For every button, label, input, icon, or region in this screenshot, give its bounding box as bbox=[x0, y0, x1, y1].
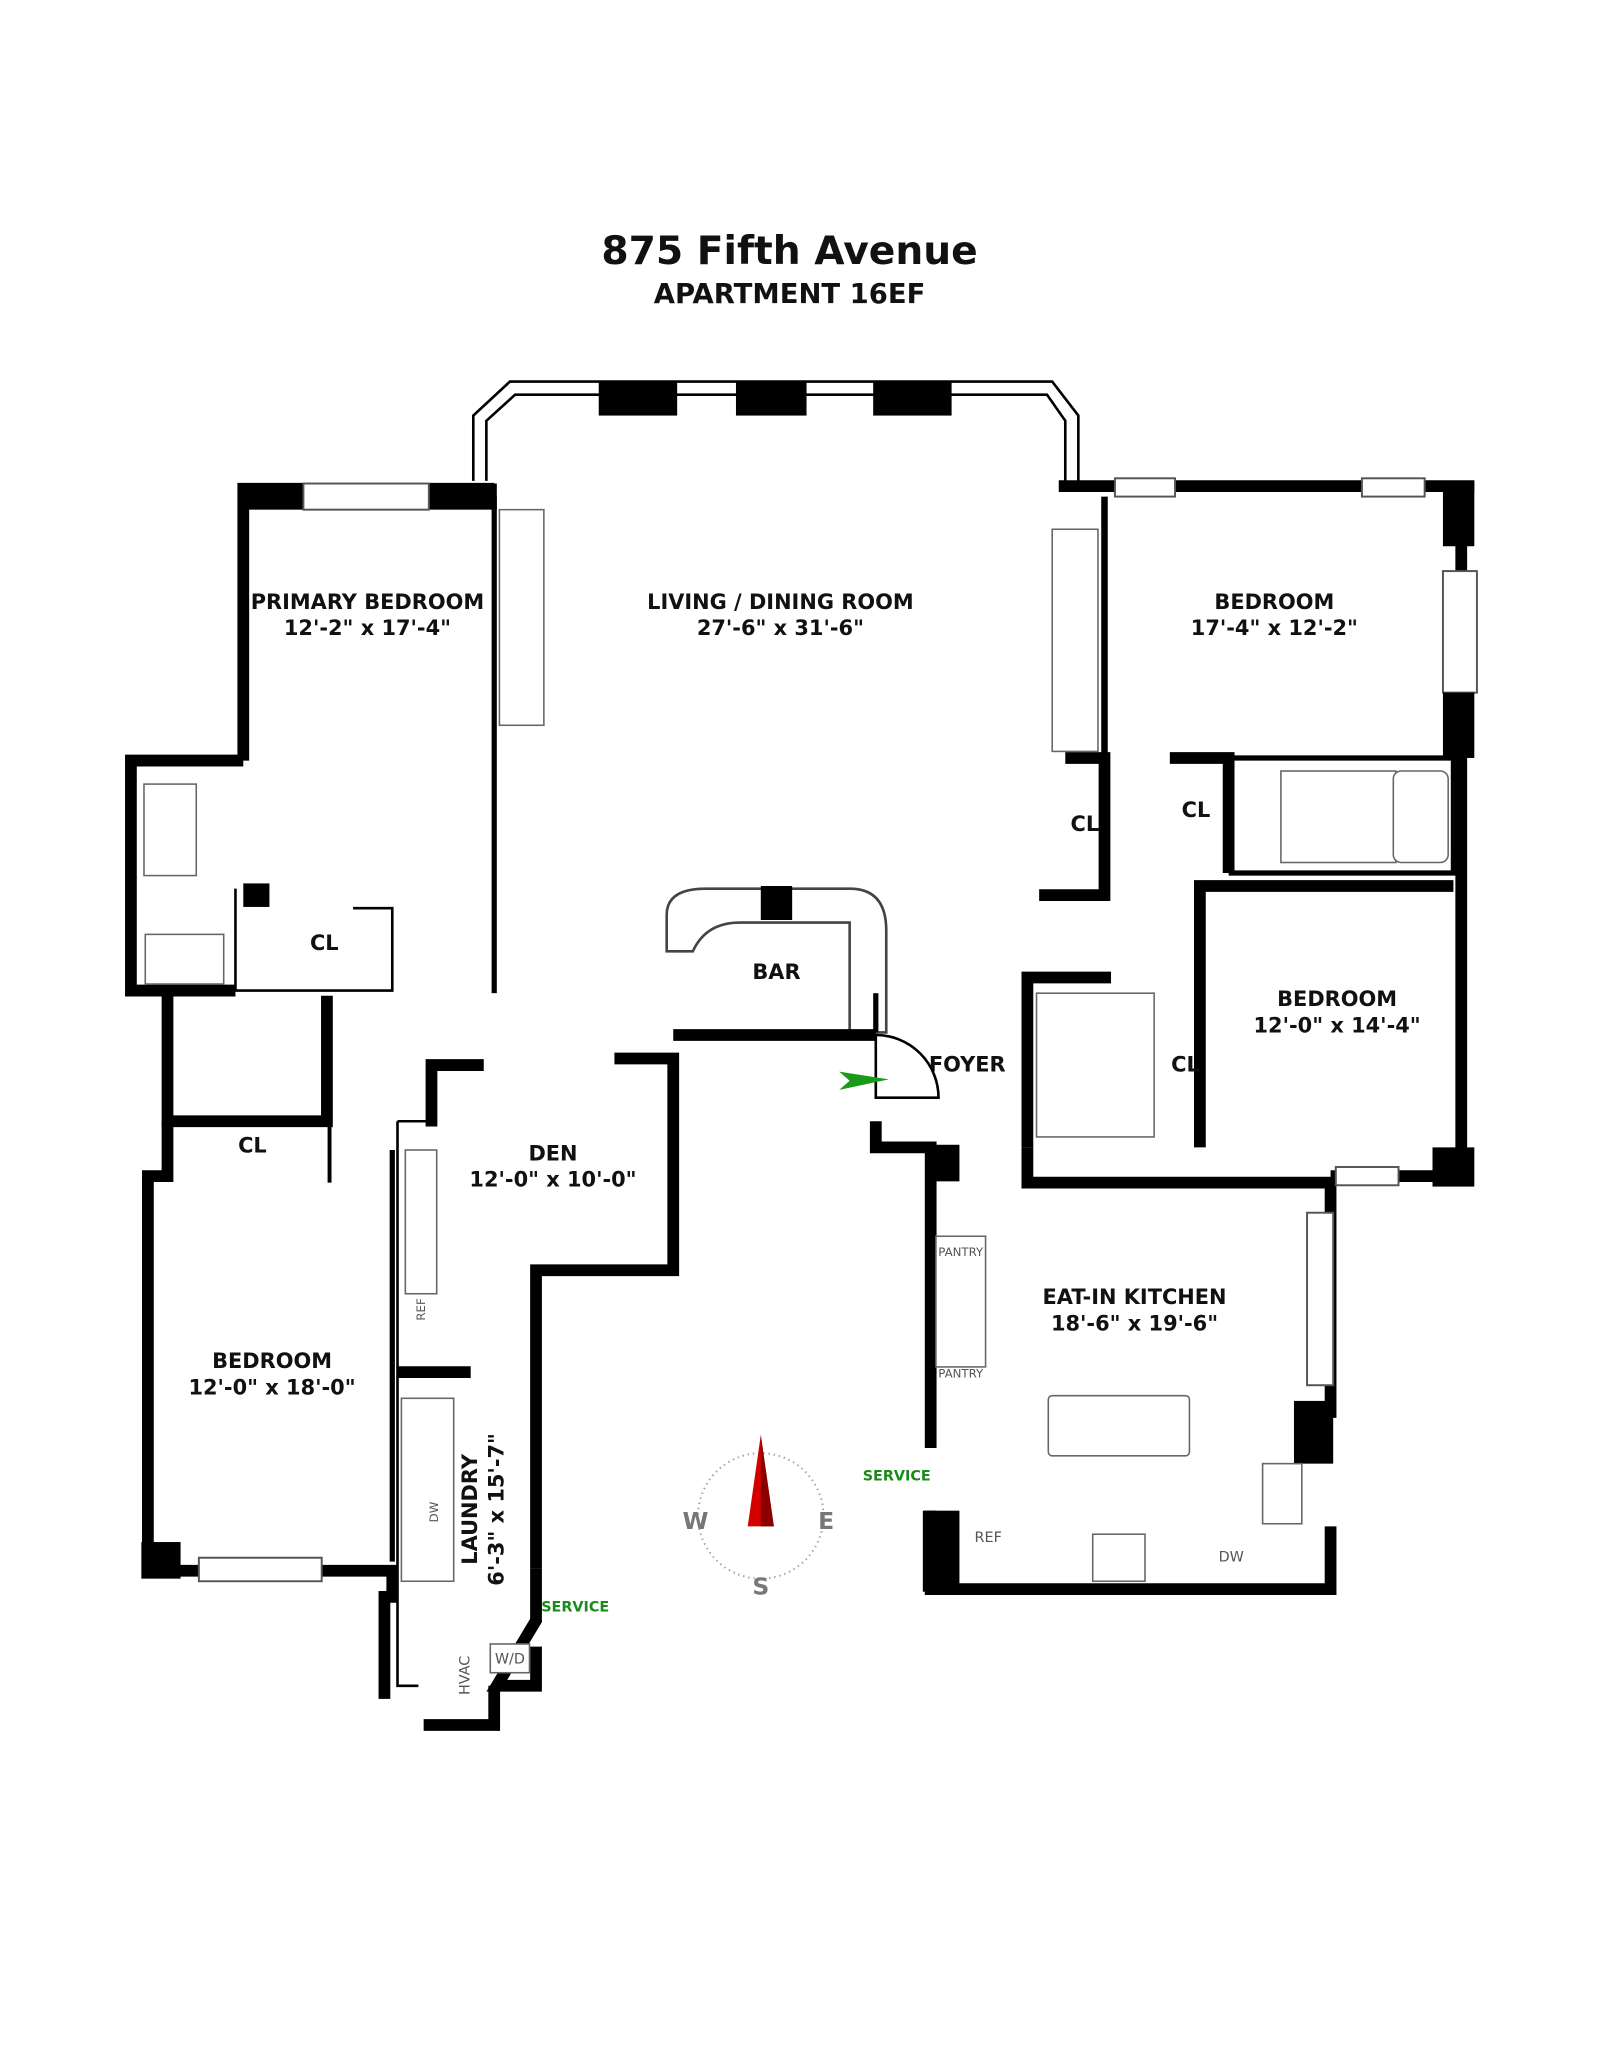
ref-label: REF bbox=[414, 1298, 428, 1321]
walls bbox=[125, 477, 1478, 1731]
room-size: 12'-0" x 14'-4" bbox=[1254, 1013, 1421, 1037]
property-title: 875 Fifth Avenue bbox=[601, 229, 977, 274]
room-name: BEDROOM bbox=[212, 1349, 332, 1373]
room-foyer: FOYER bbox=[929, 1053, 1006, 1077]
room-living-dining: LIVING / DINING ROOM 27'-6" x 31'-6" bbox=[647, 590, 914, 640]
room-den: DEN 12'-0" x 10'-0" bbox=[469, 1141, 636, 1191]
room-bar: BAR bbox=[752, 960, 800, 984]
room-size: 12'-0" x 18'-0" bbox=[188, 1375, 355, 1399]
dw-label: DW bbox=[1219, 1550, 1244, 1566]
room-size: 27'-6" x 31'-6" bbox=[697, 616, 864, 640]
compass-icon: W E S bbox=[682, 1434, 834, 1600]
room-name: DEN bbox=[528, 1141, 577, 1165]
service-entrance-label: SERVICE bbox=[863, 1469, 931, 1485]
entry-arrow-icon bbox=[839, 1071, 889, 1090]
entry-door bbox=[874, 1033, 940, 1100]
closet-label: CL bbox=[1182, 798, 1211, 822]
room-kitchen: EAT-IN KITCHEN 18'-6" x 19'-6" bbox=[1043, 1285, 1227, 1335]
room-name: LAUNDRY bbox=[458, 1453, 482, 1565]
room-size: 17'-4" x 12'-2" bbox=[1191, 616, 1358, 640]
pantry-label: PANTRY bbox=[938, 1245, 984, 1259]
compass-west: W bbox=[682, 1507, 708, 1535]
hvac-label: HVAC bbox=[457, 1656, 473, 1695]
room-name: BEDROOM bbox=[1277, 987, 1397, 1011]
room-primary-bedroom: PRIMARY BEDROOM 12'-2" x 17'-4" bbox=[251, 590, 484, 640]
room-name: LIVING / DINING ROOM bbox=[647, 590, 914, 614]
room-bedroom-e: BEDROOM 12'-0" x 14'-4" bbox=[1254, 987, 1421, 1037]
ref-label: REF bbox=[975, 1530, 1002, 1546]
room-size: 6'-3" x 15'-7" bbox=[484, 1433, 508, 1586]
room-bedroom-w: BEDROOM 12'-0" x 18'-0" bbox=[188, 1349, 355, 1399]
closet-label: CL bbox=[238, 1134, 267, 1158]
room-size: 18'-6" x 19'-6" bbox=[1051, 1311, 1218, 1335]
dw-label: DW bbox=[427, 1501, 441, 1522]
closet-label: CL bbox=[310, 931, 339, 955]
apartment-number: APARTMENT 16EF bbox=[654, 279, 926, 310]
living-room-windows bbox=[471, 380, 1080, 481]
pantry-label: PANTRY bbox=[938, 1366, 984, 1380]
room-name: BEDROOM bbox=[1214, 590, 1334, 614]
room-name: EAT-IN KITCHEN bbox=[1043, 1285, 1227, 1309]
room-name: PRIMARY BEDROOM bbox=[251, 590, 484, 614]
room-size: 12'-0" x 10'-0" bbox=[469, 1168, 636, 1192]
closet-label: CL bbox=[1171, 1053, 1200, 1077]
compass-east: E bbox=[818, 1507, 834, 1535]
washer-dryer-label: W/D bbox=[495, 1652, 525, 1668]
compass-south: S bbox=[752, 1572, 769, 1600]
room-size: 12'-2" x 17'-4" bbox=[284, 616, 451, 640]
closet-label: CL bbox=[1071, 812, 1100, 836]
fixtures bbox=[143, 508, 1449, 1583]
room-bedroom-ne: BEDROOM 17'-4" x 12'-2" bbox=[1191, 590, 1358, 640]
service-entrance-label: SERVICE bbox=[541, 1599, 609, 1615]
room-laundry: LAUNDRY 6'-3" x 15'-7" bbox=[458, 1433, 508, 1586]
